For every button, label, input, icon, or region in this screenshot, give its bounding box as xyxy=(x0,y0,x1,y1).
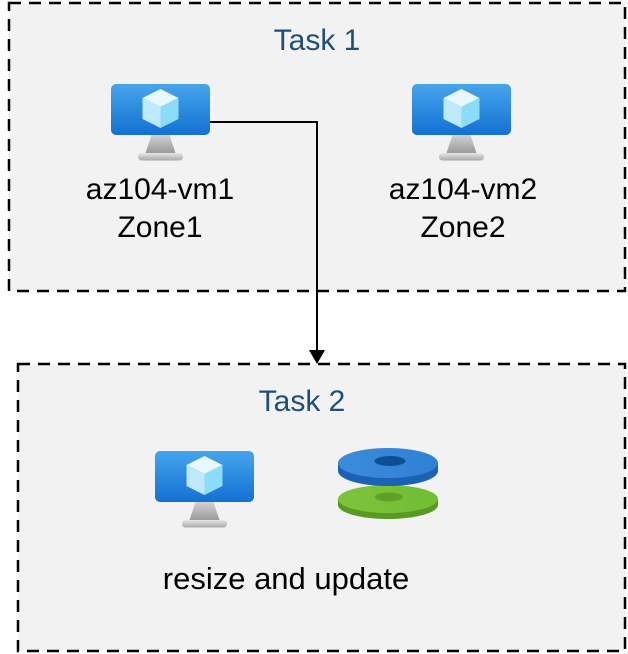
arrowhead-icon xyxy=(309,350,325,364)
vm1-label: az104-vm1 Zone1 xyxy=(86,171,234,247)
vm1-to-task2-arrow xyxy=(210,121,325,364)
task2-box xyxy=(16,362,627,653)
vm2-zone: Zone2 xyxy=(420,211,506,244)
disk-blue-icon xyxy=(338,448,438,486)
disk-green-icon xyxy=(338,485,438,519)
task2-title: Task 2 xyxy=(258,385,346,418)
vm1-name: az104-vm1 xyxy=(85,173,235,206)
vm2-name: az104-vm2 xyxy=(388,173,538,206)
task1-title: Task 1 xyxy=(273,24,361,57)
vm2-label: az104-vm2 Zone2 xyxy=(389,171,537,247)
disk-stack-icon xyxy=(338,448,438,519)
task2-caption: resize and update xyxy=(162,561,410,596)
vm1-zone: Zone1 xyxy=(117,211,203,244)
